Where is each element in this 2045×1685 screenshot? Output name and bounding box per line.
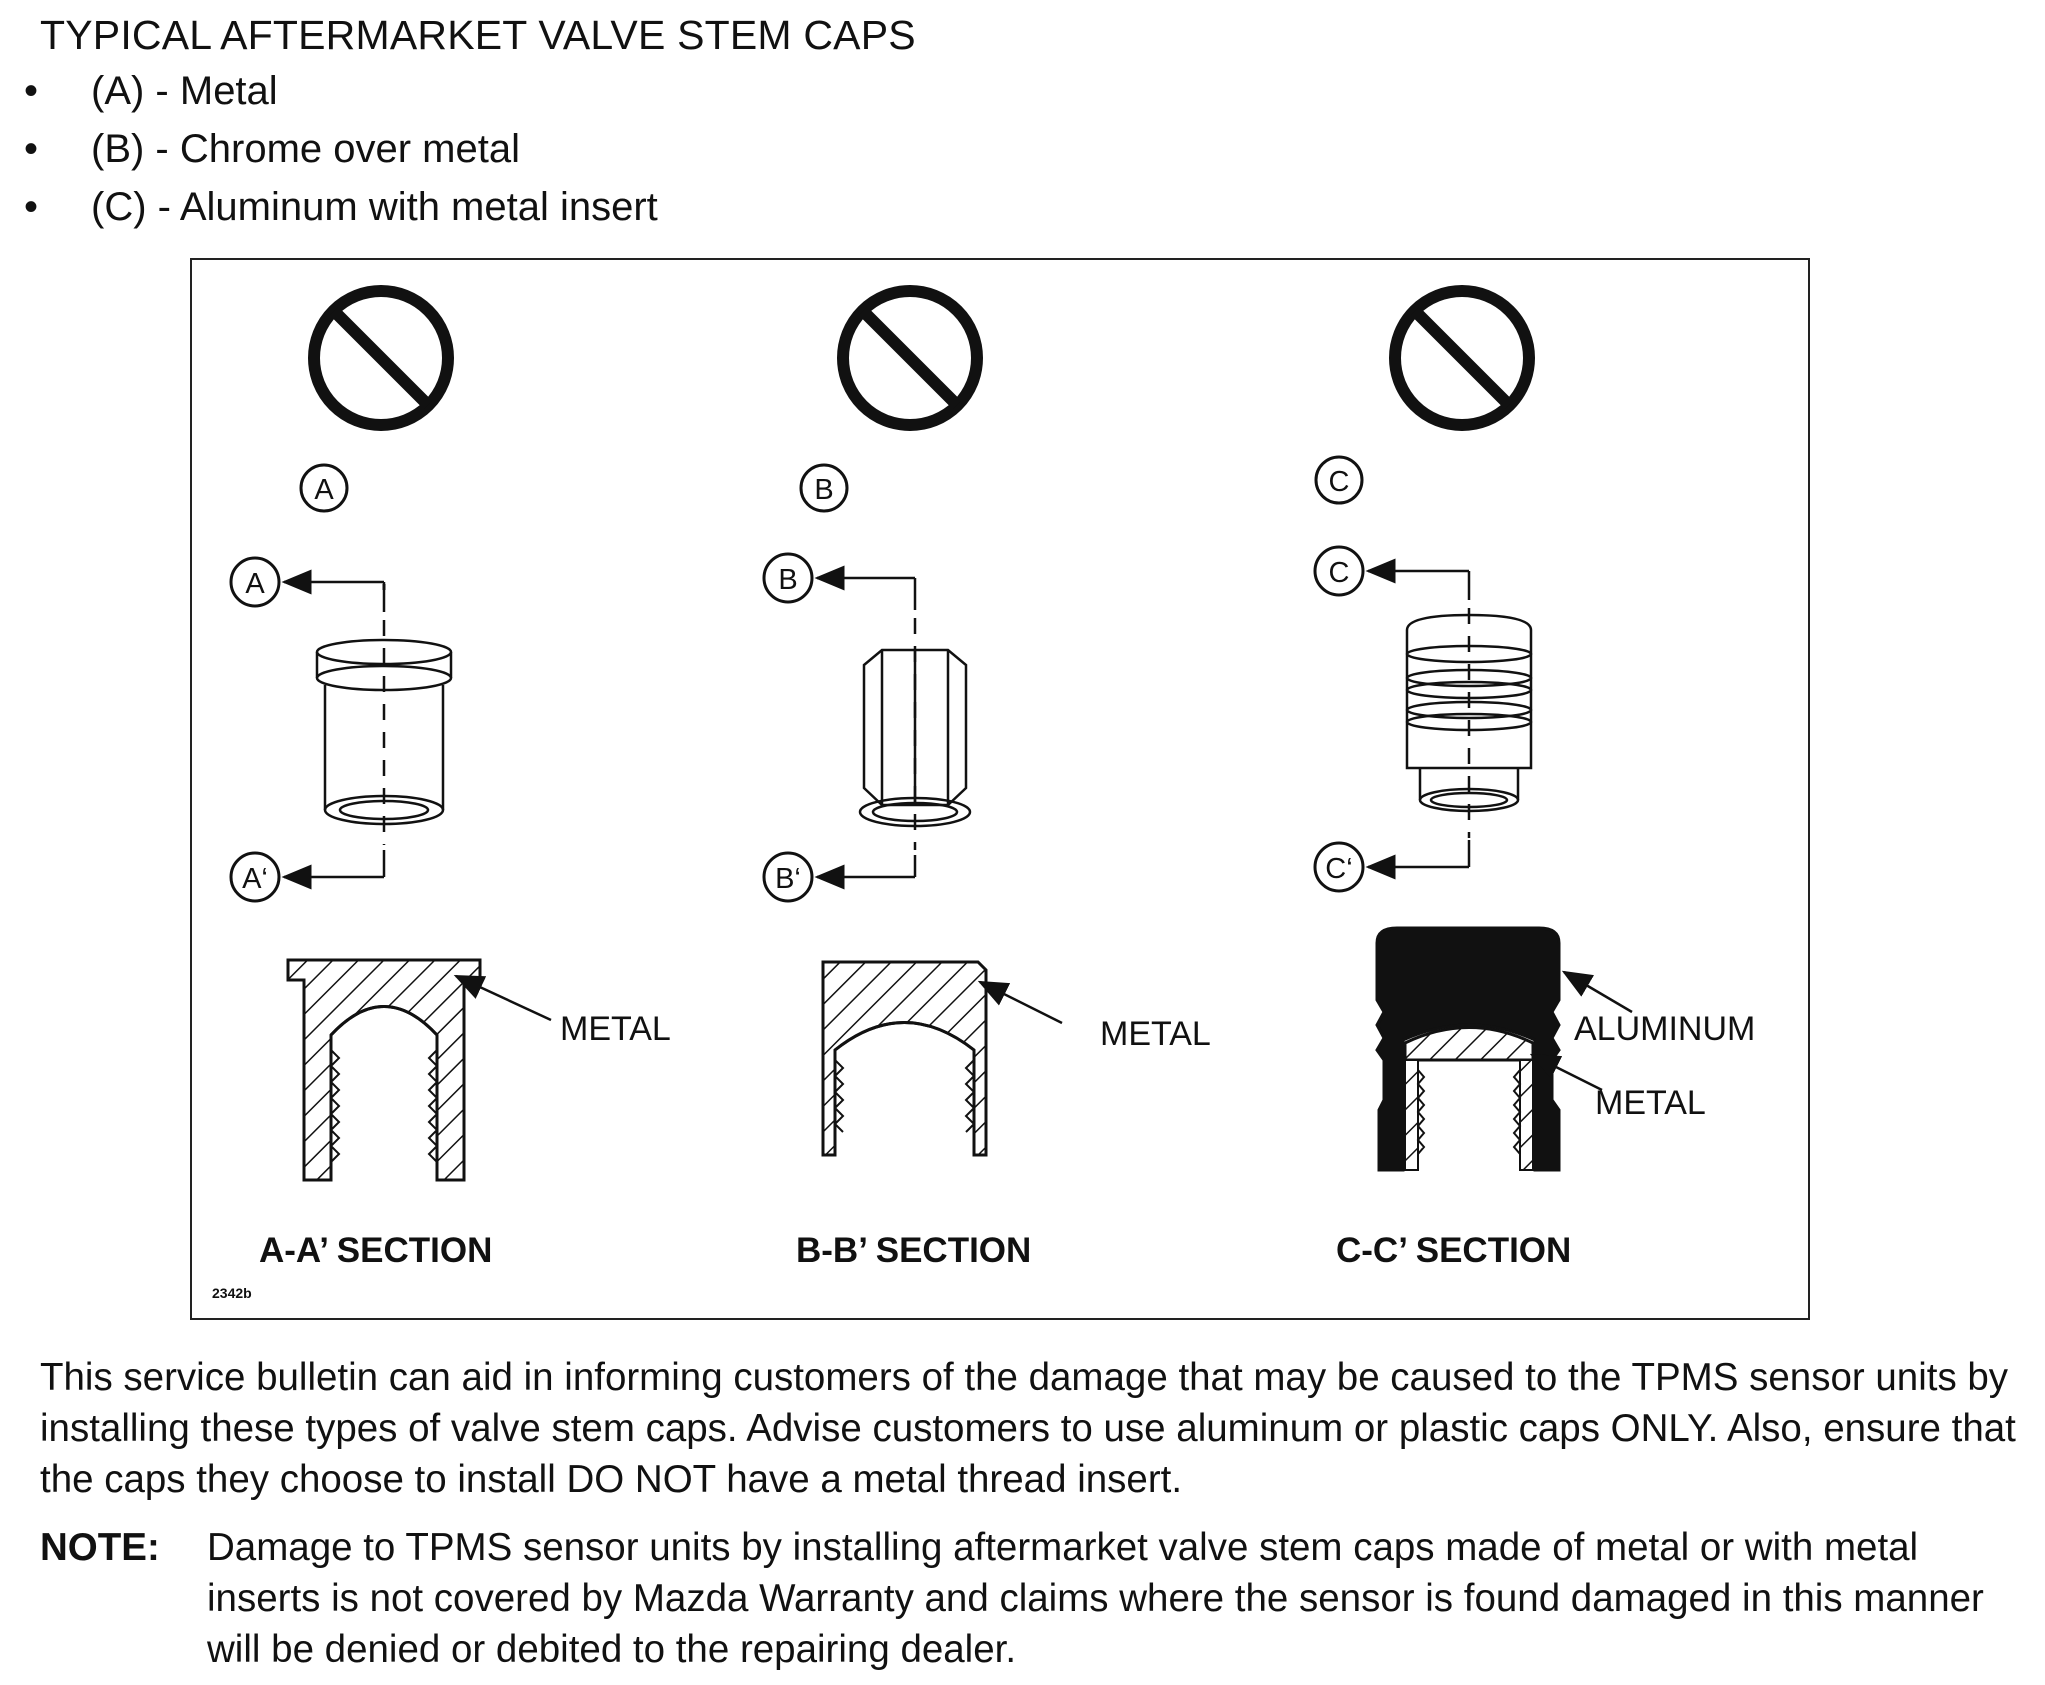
svg-text:C‘: C‘ [1325,853,1352,885]
cap-c-section-view: ALUMINUM METAL [1375,926,1755,1172]
bullet-marker: • [24,69,39,113]
cap-c-section-start: C [1313,545,1471,600]
page-heading: TYPICAL AFTERMARKET VALVE STEM CAPS [40,12,916,58]
figure-code: 2342b [212,1285,252,1301]
cap-a-section-start: A [229,556,386,612]
bulletin-paragraph: This service bulletin can aid in informi… [40,1356,2016,1501]
cap-c-material-label-aluminum: ALUMINUM [1574,1010,1755,1048]
cap-b-drawing [858,618,972,850]
cap-b-group: B B B‘ [762,285,1211,1270]
svg-text:A‘: A‘ [242,863,268,895]
cap-a-label-circle: A [299,463,349,513]
cap-c-drawing [1405,608,1533,838]
cap-a-section-end: A‘ [229,850,386,903]
list-item-text: (B) - Chrome over metal [91,127,520,171]
cap-a-id: A [314,474,334,506]
cap-a-section-view: METAL [286,958,671,1182]
cap-c-section-label: C-C’ SECTION [1336,1231,1571,1270]
prohibited-icon [308,285,454,431]
cap-a-drawing [315,620,453,845]
cap-a-material-label: METAL [560,1010,671,1048]
cap-c-label-circle: C [1314,455,1364,505]
list-item-text: (A) - Metal [91,69,278,113]
svg-text:C: C [1329,557,1350,589]
svg-text:B‘: B‘ [775,863,801,895]
cap-b-section-start: B [762,552,917,610]
svg-text:A: A [245,568,265,600]
cap-a-group: A A A‘ [229,285,671,1270]
cap-b-section-label: B-B’ SECTION [796,1231,1031,1270]
cap-b-section-end: B‘ [762,851,917,903]
bullet-marker: • [24,127,39,171]
cap-b-id: B [814,474,833,506]
cap-b-label-circle: B [799,463,849,513]
cap-c-material-label-metal: METAL [1595,1084,1706,1122]
note-label: NOTE: [40,1526,160,1569]
cap-c-id: C [1329,466,1350,498]
prohibited-icon [1389,285,1535,431]
cap-b-section-view: METAL [821,960,1211,1157]
bullet-marker: • [24,185,39,229]
cap-b-material-label: METAL [1100,1015,1211,1053]
valve-cap-illustration: A A A‘ [212,285,1755,1301]
list-item-text: (C) - Aluminum with metal insert [91,185,658,229]
cap-a-section-label: A-A’ SECTION [259,1231,492,1270]
cap-c-group: C C C‘ [1313,285,1755,1270]
prohibited-icon [837,285,983,431]
valve-cap-figure: A A A‘ [190,258,1810,1320]
cap-c-section-end: C‘ [1313,840,1471,893]
note-text: Damage to TPMS sensor units by installin… [207,1526,1984,1671]
svg-text:B: B [778,564,797,596]
